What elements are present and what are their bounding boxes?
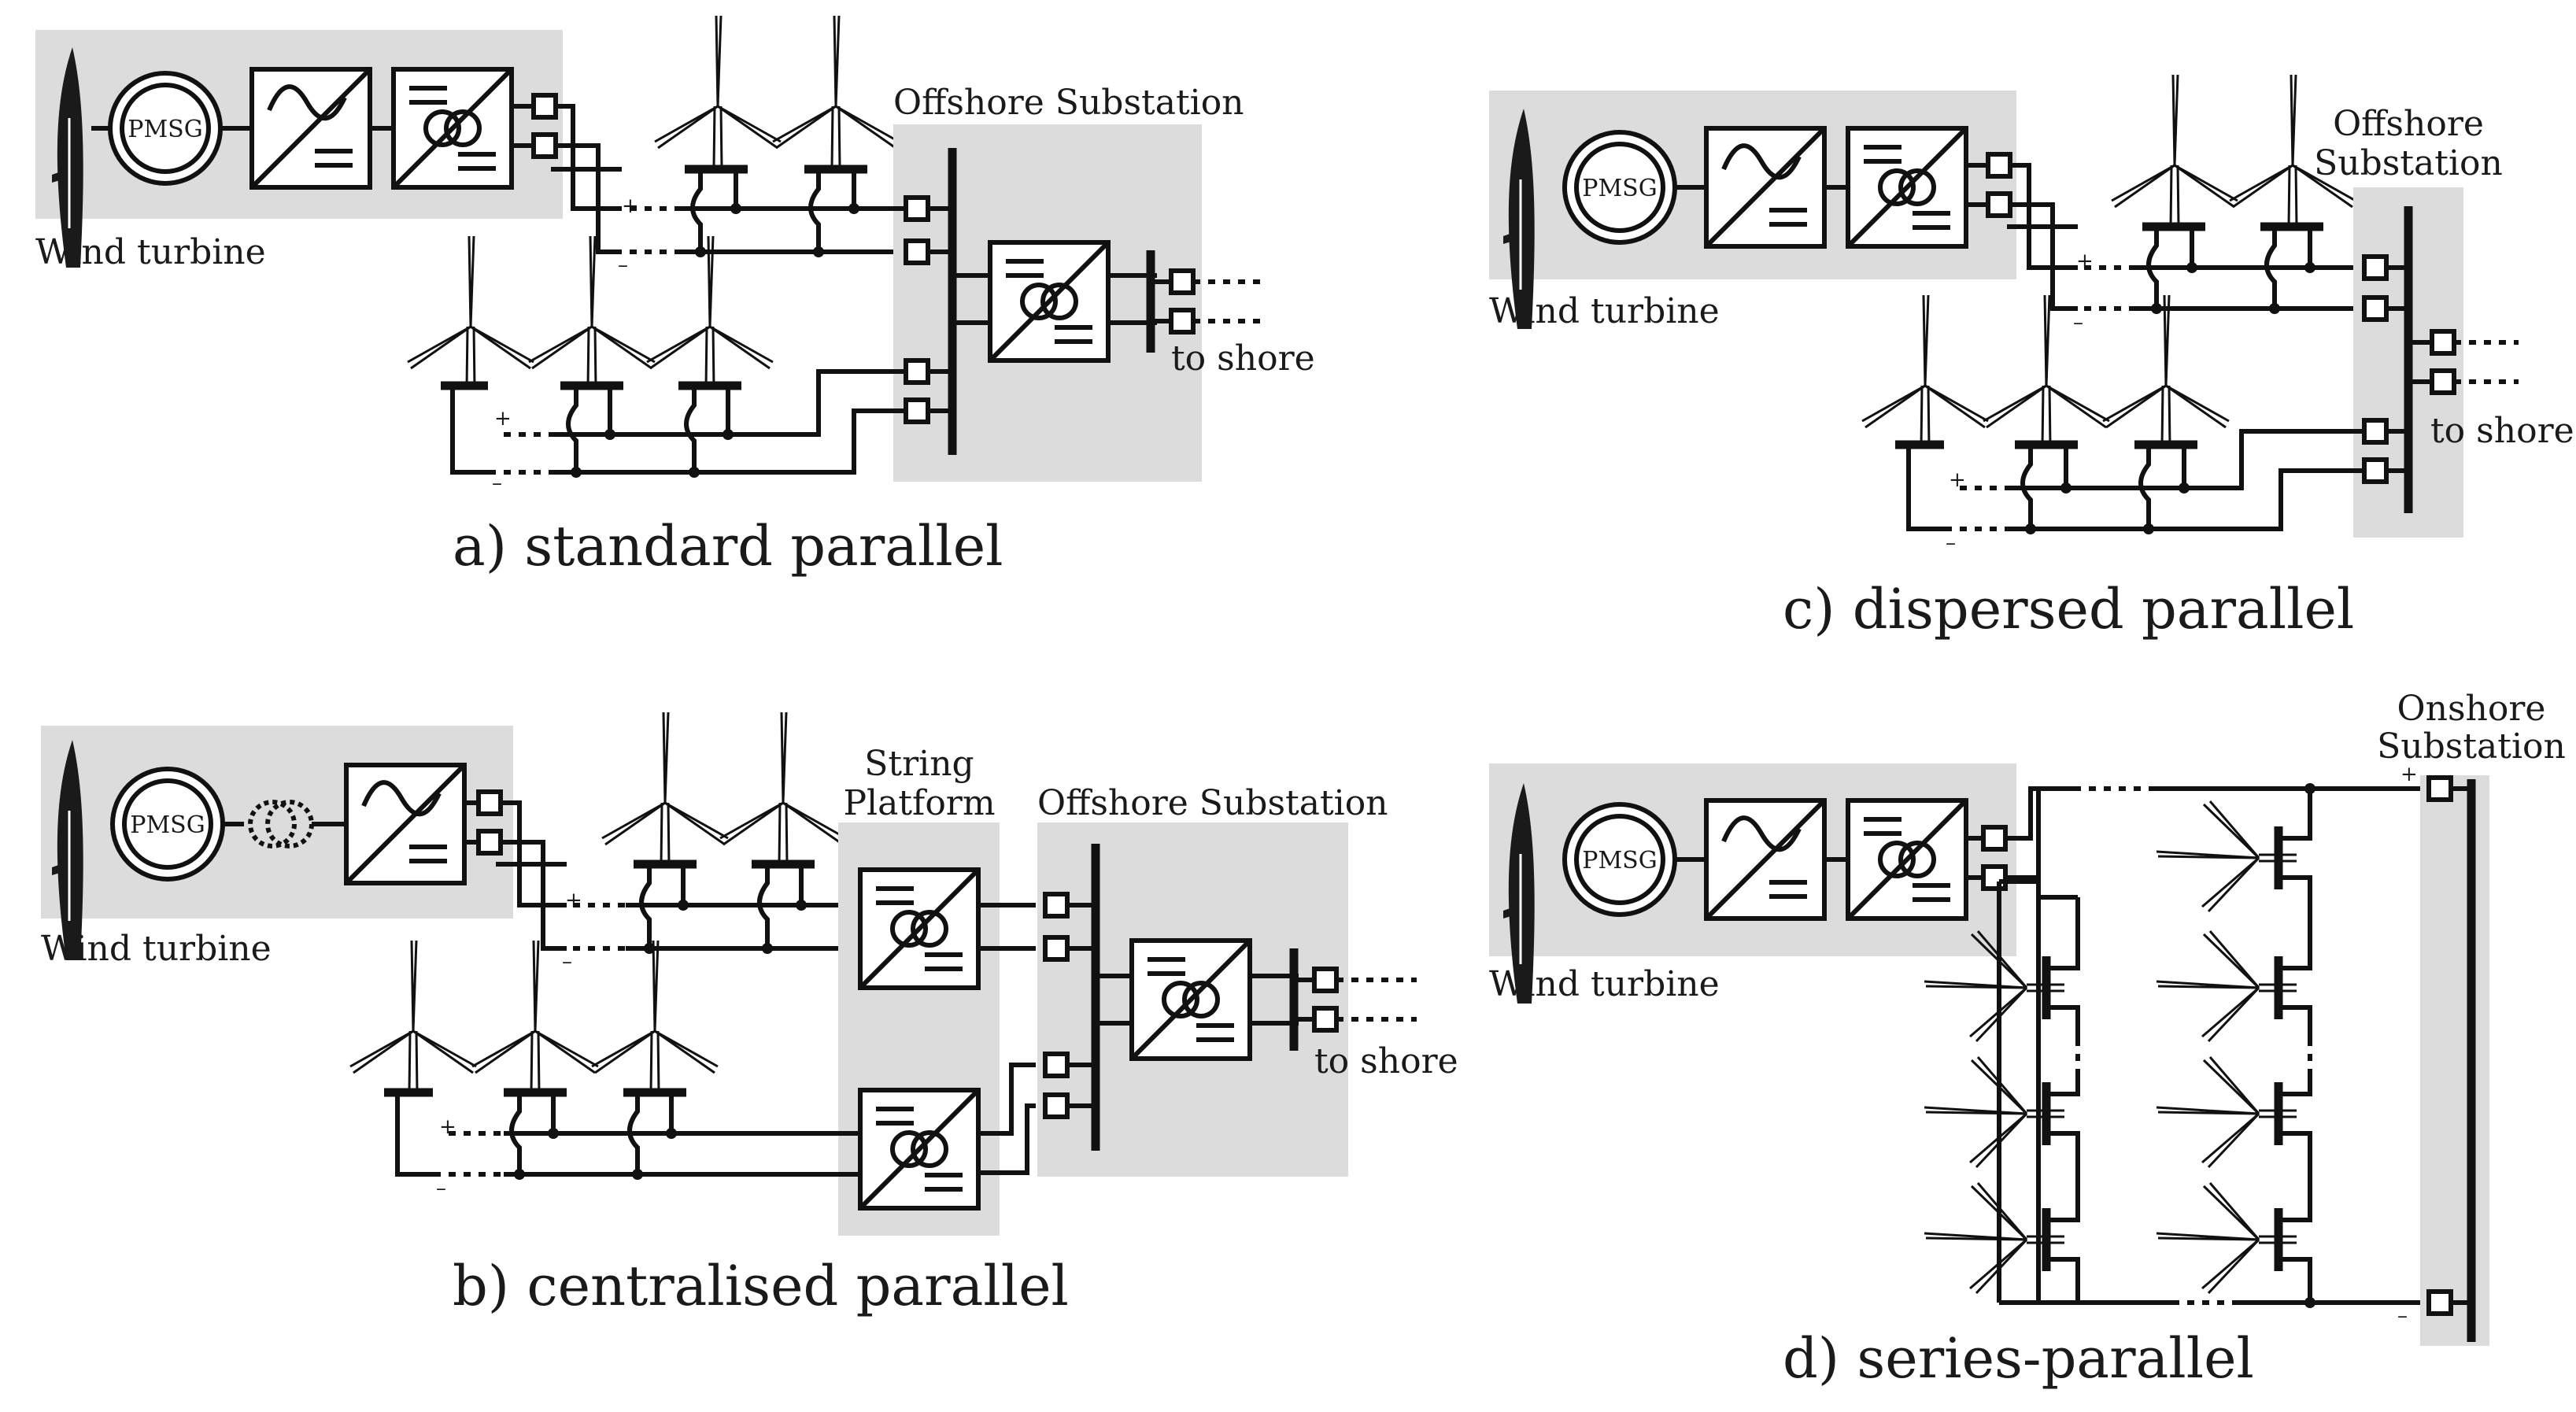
pmsg-label: PMSG <box>1582 847 1657 874</box>
turbine-icon <box>645 235 774 390</box>
panel-c-dispersed-parallel: PMSG Wind turbine + – Offshore Substatio… <box>1489 73 2574 641</box>
plus-sign: + <box>2400 763 2418 786</box>
caption-b: b) centralised parallel <box>453 1254 1069 1318</box>
wind-turbine-panel: PMSG Wind turbine <box>35 30 563 272</box>
minus-sign: – <box>436 1177 446 1200</box>
dc-dc-converter-icon <box>394 69 512 187</box>
wind-turbine-label: Wind turbine <box>1489 291 1720 331</box>
series-string-left <box>1923 789 2080 1303</box>
offshore-substation-label: Offshore Substation <box>1037 783 1388 823</box>
central-converter-icon <box>990 242 1108 360</box>
wind-turbine-label: Wind turbine <box>41 929 272 969</box>
string-converter-icon <box>860 870 978 988</box>
caption-d: d) series-parallel <box>1783 1326 2254 1391</box>
onshore-substation-label-line1: Onshore <box>2397 689 2546 729</box>
offshore-substation-label-line2: Substation <box>2314 143 2503 183</box>
offshore-substation-label-line1: Offshore <box>2333 104 2484 144</box>
wind-turbine-label: Wind turbine <box>1489 964 1720 1004</box>
string-platform-label-line2: Platform <box>843 783 995 823</box>
onshore-substation-label-line2: Substation <box>2377 726 2566 767</box>
wind-turbine-label: Wind turbine <box>35 232 266 272</box>
turbine-icon <box>349 939 478 1094</box>
to-shore-label: to shore <box>2430 411 2574 451</box>
series-string-right <box>2155 789 2312 1303</box>
ac-dc-converter-icon <box>1706 128 1824 246</box>
turbine-icon <box>527 235 656 390</box>
dc-dc-converter-icon <box>1848 800 1966 919</box>
turbine-icon <box>601 711 730 866</box>
to-shore-label: to shore <box>1171 338 1315 379</box>
central-converter-icon <box>1132 941 1250 1059</box>
panel-b-centralised-parallel: PMSG Wind turbine + – String Platfor <box>41 711 1458 1318</box>
ac-dc-converter-icon <box>346 765 464 883</box>
plus-sign: + <box>565 889 582 912</box>
turbine-icon <box>2110 73 2239 228</box>
caption-c: c) dispersed parallel <box>1783 577 2354 641</box>
turbine-icon <box>2101 294 2230 449</box>
ac-dc-converter-icon <box>1706 800 1824 919</box>
pmsg-label: PMSG <box>1582 175 1657 202</box>
to-shore-label: to shore <box>1314 1041 1458 1081</box>
onshore-substation-shading <box>2420 775 2489 1346</box>
turbine-icon <box>471 939 600 1094</box>
turbine-icon <box>590 939 719 1094</box>
minus-sign: – <box>2073 311 2083 335</box>
string-converter-icon <box>860 1090 978 1208</box>
caption-a: a) standard parallel <box>453 514 1003 578</box>
plus-sign: + <box>494 407 512 431</box>
pmsg-label: PMSG <box>128 116 202 143</box>
minus-sign: – <box>1946 531 1956 555</box>
offshore-substation-label: Offshore Substation <box>893 83 1244 123</box>
panel-a-standard-parallel: PMSG Wind turbine + – <box>35 14 1315 578</box>
panel-d-series-parallel: PMSG Wind turbine <box>1489 689 2566 1391</box>
turbine-icon <box>406 235 535 390</box>
turbine-icon <box>1982 294 2111 449</box>
turbine-icon <box>719 711 848 866</box>
dc-dc-converter-icon <box>1848 128 1966 246</box>
minus-sign: – <box>562 950 572 974</box>
string-platform-label-line1: String <box>864 744 974 784</box>
turbine-icon <box>653 14 782 169</box>
minus-sign: – <box>492 471 502 495</box>
pmsg-label: PMSG <box>130 811 205 839</box>
minus-sign: – <box>2397 1304 2408 1328</box>
turbine-icon <box>1861 294 1990 449</box>
minus-sign: – <box>618 253 628 277</box>
ac-dc-converter-icon <box>252 69 370 187</box>
turbine-icon <box>771 14 900 169</box>
